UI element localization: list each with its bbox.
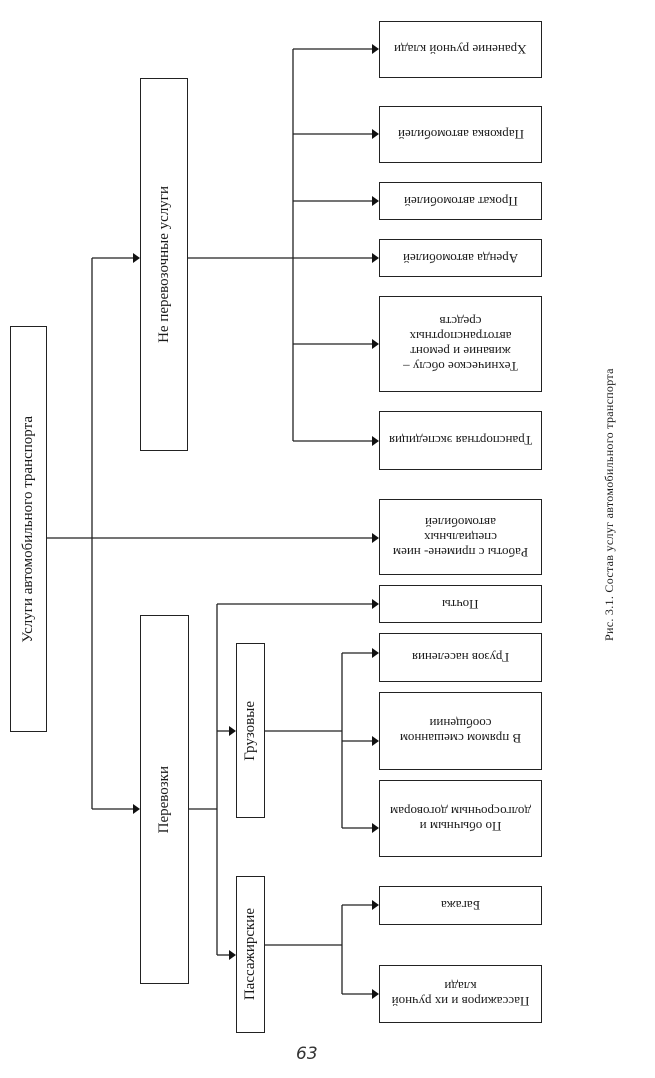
arrow: [372, 196, 379, 206]
leaf-baggage: Багажа: [379, 886, 542, 925]
arrow: [372, 129, 379, 139]
leaf-mail: Почты: [379, 585, 542, 623]
leaf-passengers: Пассажиров и их ручной клади: [379, 965, 542, 1023]
passenger-node: Пассажирские: [236, 876, 265, 1033]
passenger-label: Пассажирские: [242, 908, 258, 1001]
transport-label: Перевозки: [156, 765, 172, 834]
root-label: Услуги автомобильного транспорта: [20, 415, 36, 643]
arrow: [372, 44, 379, 54]
non-transport-node: Не перевозочные услуги: [140, 78, 188, 451]
leaf-car-rent: Аренда автомобилей: [379, 239, 542, 277]
arrow: [372, 736, 379, 746]
arrow: [229, 950, 236, 960]
leaf-luggage-storage: Хранение ручной клади: [379, 21, 542, 78]
arrow: [372, 823, 379, 833]
arrow: [372, 599, 379, 609]
leaf-parking: Парковка автомобилей: [379, 106, 542, 163]
cargo-label: Грузовые: [242, 700, 258, 761]
leaf-contracts: По обычным и долгосрочным договорам: [379, 780, 542, 857]
arrow: [372, 989, 379, 999]
leaf-household-cargo: Грузов населения: [379, 633, 542, 682]
root-node: Услуги автомобильного транспорта: [10, 326, 47, 732]
leaf-forwarding: Транспортная экспедиция: [379, 411, 542, 470]
arrow: [372, 253, 379, 263]
leaf-car-hire: Прокат автомобилей: [379, 182, 542, 220]
arrow: [372, 436, 379, 446]
arrow: [133, 253, 140, 263]
arrow: [372, 339, 379, 349]
leaf-mixed-traffic: В прямом смешанном сообщении: [379, 692, 542, 770]
page-number: 63: [296, 1044, 318, 1064]
arrow: [229, 726, 236, 736]
arrow: [133, 804, 140, 814]
figure-caption: Рис. 3.1. Состав услуг автомобильного тр…: [602, 368, 616, 642]
arrow: [372, 900, 379, 910]
cargo-node: Грузовые: [236, 643, 265, 818]
non-transport-label: Не перевозочные услуги: [155, 186, 172, 343]
arrow: [372, 648, 379, 658]
transport-node: Перевозки: [140, 615, 189, 984]
leaf-maintenance: Техническое обслу – живание и ремонт авт…: [379, 296, 542, 392]
leaf-special-vehicles: Работы с примене- нием специальных автом…: [379, 499, 542, 575]
arrow: [372, 533, 379, 543]
